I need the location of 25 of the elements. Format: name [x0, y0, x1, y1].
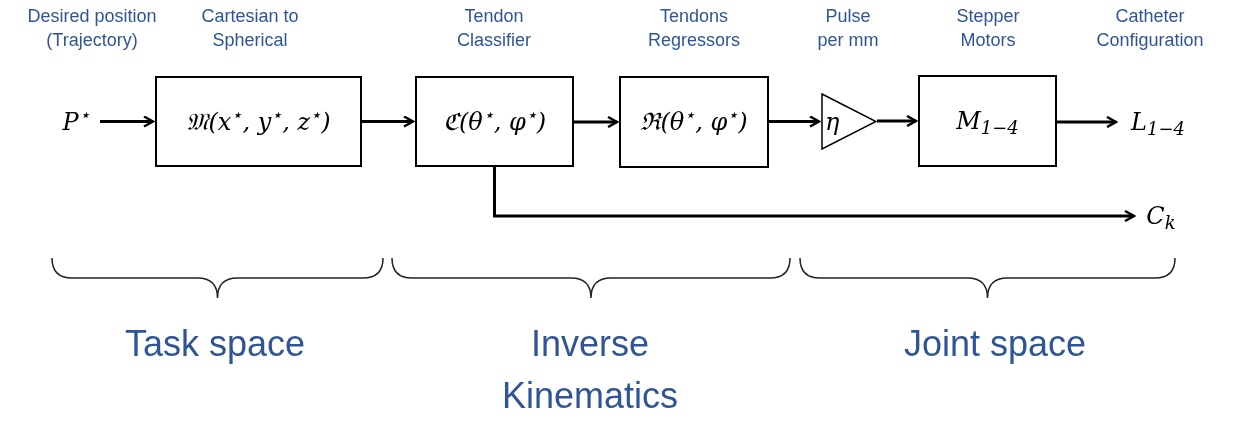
- block-heading: Tendon Classifier: [456, 5, 532, 53]
- block-heading: Cartesian to Spherical: [200, 5, 300, 53]
- process-box: ℜ(θ$^{⋆}$, φ$^{⋆}$): [619, 76, 769, 168]
- block-heading: Desired position (Trajectory): [26, 5, 158, 53]
- signal-label: P$^{⋆}$: [61, 103, 91, 138]
- section-label: Inverse Kinematics: [500, 322, 680, 419]
- arrow: [1057, 115, 1118, 129]
- process-box: M$_{1−4}$: [918, 75, 1057, 167]
- arrow: [877, 114, 918, 128]
- arrow: [769, 115, 821, 128]
- signal-label: C$_{k}$: [1145, 201, 1177, 235]
- arrow: [362, 115, 415, 128]
- process-box: ℭ(θ$^{⋆}$, φ$^{⋆}$): [415, 76, 574, 167]
- gain-triangle: η: [821, 93, 877, 150]
- arrow: [493, 167, 1136, 223]
- block-heading: Tendons Regressors: [647, 5, 741, 53]
- process-box: 𝔐(x$^{⋆}$, y$^{⋆}$, z$^{⋆}$): [155, 76, 362, 167]
- section-label: Task space: [123, 322, 307, 366]
- block-heading: Catheter Configuration: [1095, 5, 1205, 53]
- block-heading: Pulse per mm: [816, 5, 880, 53]
- signal-label: L$_{1−4}$: [1129, 107, 1186, 141]
- arrow: [100, 115, 155, 128]
- section-label: Joint space: [902, 322, 1088, 366]
- block-heading: Stepper Motors: [955, 5, 1021, 53]
- arrow: [574, 115, 619, 129]
